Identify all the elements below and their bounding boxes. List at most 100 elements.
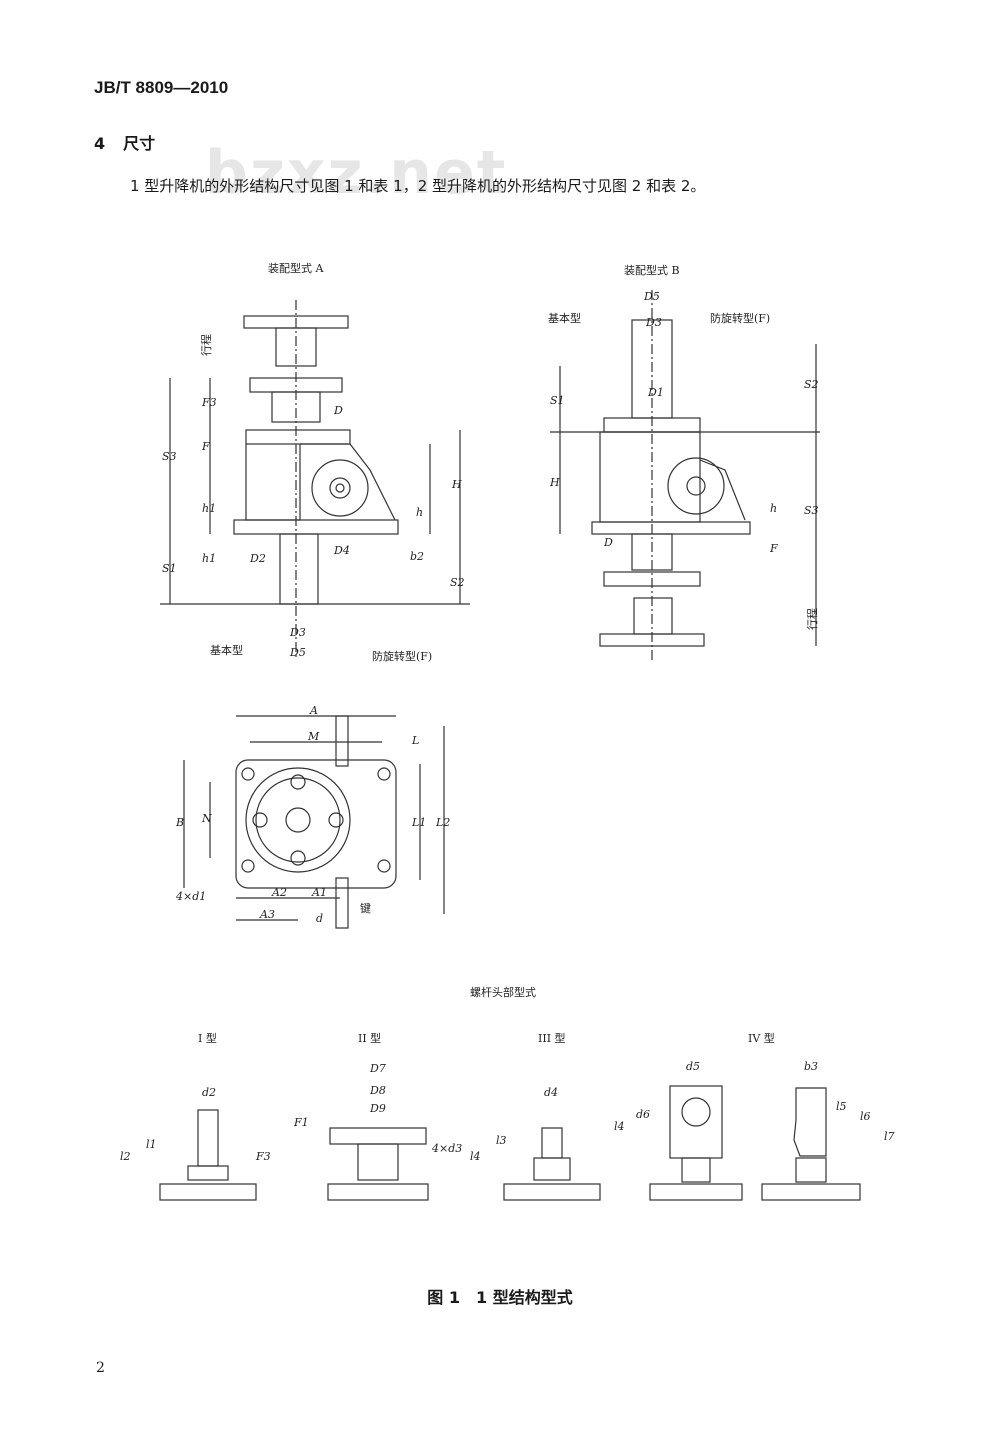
dim-s2-a: S2	[450, 576, 465, 589]
dim-l3-type3: l3	[496, 1134, 507, 1147]
type4-side-collar	[795, 1157, 827, 1183]
plan-worm-shaft-top	[335, 715, 349, 767]
dim-s3-a: S3	[162, 450, 177, 463]
b-body	[599, 431, 701, 523]
dim-s3-b: S3	[804, 504, 819, 517]
plan-flange-outer	[245, 767, 351, 873]
dim-bigh-a: H	[451, 478, 462, 491]
a-body-right	[300, 443, 396, 521]
dim-a1-plan: A1	[311, 886, 327, 899]
dim-d5-b: D5	[643, 290, 660, 303]
b-worm-housing	[667, 457, 725, 515]
a-base	[233, 519, 399, 535]
type2-label: II 型	[358, 1031, 381, 1045]
dim-h1b-a: h1	[202, 552, 216, 565]
dim-bigh-b: H	[549, 476, 560, 489]
dim-d1-plan: 4×d1	[175, 890, 206, 903]
dim-d-plan: d	[316, 912, 323, 925]
dim-d3-a: D3	[289, 626, 306, 639]
type3-stud	[541, 1127, 563, 1159]
dim-d-b: D	[603, 536, 613, 549]
b-stroke-label: 行程	[806, 608, 819, 630]
a-worm-center	[335, 483, 345, 493]
dim-b3-type4: b3	[804, 1060, 818, 1073]
plan-key-label: 键	[360, 901, 371, 915]
type1-stud	[197, 1109, 219, 1167]
dim-l4-type3: l4	[470, 1150, 481, 1163]
dim-d8-type2: D8	[369, 1084, 386, 1097]
a-worm-shaft	[329, 477, 351, 499]
type3-label: III 型	[538, 1031, 566, 1045]
dim-h-a: h	[416, 506, 423, 519]
plan-hole-top	[290, 774, 306, 790]
type4-base	[649, 1183, 743, 1201]
dim-n-plan: N	[201, 812, 212, 825]
dim-b-plan: B	[175, 816, 184, 829]
dim-d1-b: D1	[647, 386, 664, 399]
a-flange	[245, 429, 351, 445]
dim-f3-a: F3	[201, 396, 217, 409]
a-basic-type-label: 基本型	[210, 643, 243, 657]
screw-head-title: 螺杆头部型式	[470, 985, 536, 999]
dim-a3-plan: A3	[259, 908, 275, 921]
type4-clevis	[669, 1085, 723, 1159]
dim-d2-a: D2	[249, 552, 266, 565]
a-stroke-label: 行程	[200, 334, 213, 356]
dim-d5-type4: d5	[686, 1060, 700, 1073]
type3-base	[503, 1183, 601, 1201]
plan-outline	[235, 759, 397, 889]
dim-d4-type3: d4	[544, 1086, 558, 1099]
dim-d3-b: D3	[645, 316, 662, 329]
document-code: JB/T 8809—2010	[94, 78, 229, 97]
dim-d4-a: D4	[333, 544, 350, 557]
b-body-right	[699, 459, 746, 521]
dim-h1-a: h1	[202, 502, 216, 515]
type4-pin-hole	[681, 1097, 711, 1127]
dim-s1-a: S1	[162, 562, 177, 575]
dim-s2-b: S2	[804, 378, 819, 391]
page-number: 2	[96, 1360, 105, 1376]
dim-s1-b: S1	[550, 394, 565, 407]
a-body-left	[245, 444, 301, 521]
dim-l7-type4: l7	[884, 1130, 895, 1143]
dim-f-a: F	[201, 440, 210, 453]
a-worm-housing	[311, 459, 369, 517]
view-b-title: 装配型式 B	[624, 263, 680, 277]
view-a-title: 装配型式 A	[268, 261, 324, 275]
a-lower-screw	[279, 533, 319, 605]
type3-collar	[533, 1157, 571, 1181]
plan-corner-hole-tl	[241, 767, 255, 781]
dim-f3-type2: F3	[255, 1150, 271, 1163]
plan-worm-shaft-bottom	[335, 877, 349, 929]
dim-d2-type1: d2	[202, 1086, 216, 1099]
dim-d7-type2: D7	[369, 1062, 386, 1075]
dim-l5-type4: l5	[836, 1100, 847, 1113]
dim-l6-type4: l6	[860, 1110, 871, 1123]
section-title: 尺寸	[123, 134, 156, 153]
dim-d3-type2: 4×d3	[431, 1142, 462, 1155]
dim-d-a: D	[333, 404, 343, 417]
dim-f1-type2: F1	[293, 1116, 309, 1129]
plan-flange-inner	[255, 777, 341, 863]
dim-l1-type1: l1	[146, 1138, 157, 1151]
type4-collar	[681, 1157, 711, 1183]
b-anti-rotation-label: 防旋转型(F)	[710, 311, 770, 325]
type1-base	[159, 1183, 257, 1201]
type4-label: IV 型	[748, 1031, 775, 1045]
body-paragraph: 1 型升降机的外形结构尺寸见图 1 和表 1，2 型升降机的外形结构尺寸见图 2…	[130, 177, 706, 195]
dim-d9-type2: D9	[369, 1102, 386, 1115]
plan-hole-bottom	[290, 850, 306, 866]
type2-base	[327, 1183, 429, 1201]
type2-plate	[329, 1127, 427, 1145]
b-basic-type-label: 基本型	[548, 311, 581, 325]
dim-l2-type1: l2	[120, 1150, 131, 1163]
dim-l1-plan: L1	[411, 816, 426, 829]
dim-h-b: h	[770, 502, 777, 515]
dim-m-plan: M	[307, 730, 320, 743]
type2-collar	[357, 1143, 399, 1181]
plan-corner-hole-br	[377, 859, 391, 873]
a-anti-rotation-label: 防旋转型(F)	[372, 649, 432, 663]
b-head	[633, 597, 673, 635]
